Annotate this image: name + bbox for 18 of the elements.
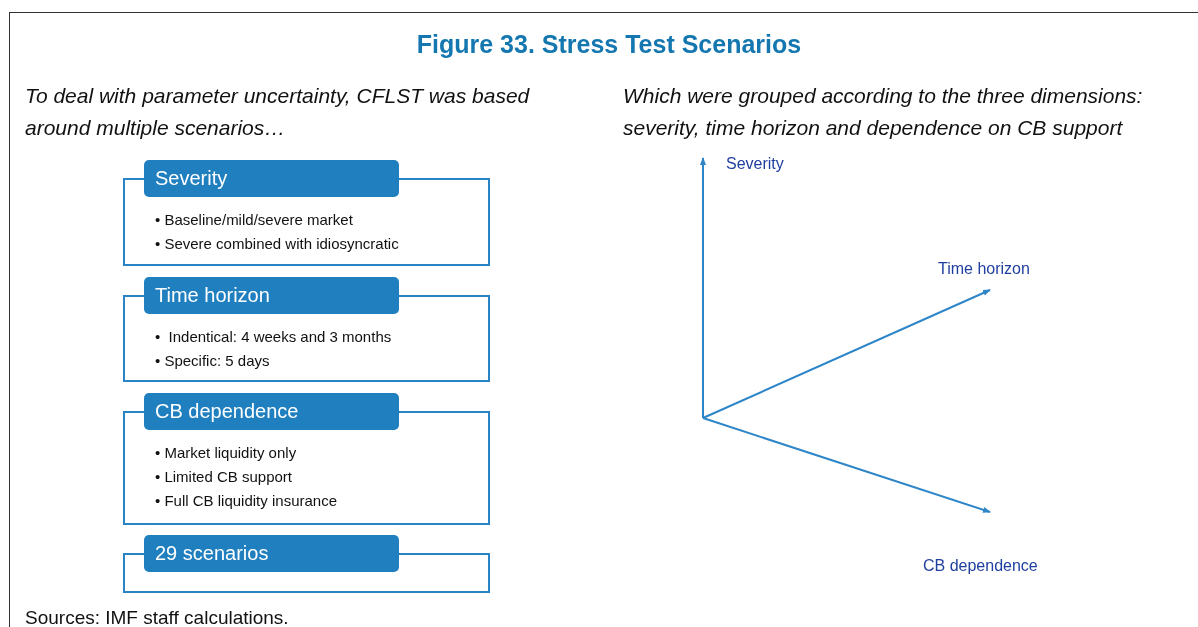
bullet-item: • Limited CB support [155, 467, 293, 487]
panel-heading: 29 scenarios [144, 535, 399, 572]
intro-text: Which were grouped according to the three dimensions: severity, time horizon and dependence on CB support [623, 83, 1144, 141]
axis-label: CB dependence [923, 556, 1038, 576]
axis-label: Severity [726, 154, 784, 174]
bullet-item: • Full CB liquidity insurance [155, 491, 337, 511]
panel-heading: Severity [144, 160, 399, 197]
source-note: Sources: IMF staff calculations. [25, 606, 289, 627]
panel-heading: Time horizon [144, 277, 399, 314]
bullet-item: • Specific: 5 days [155, 351, 271, 371]
bullet-item: • Baseline/mild/severe market [155, 210, 354, 230]
bullet-item: • Severe combined with idiosyncratic [155, 234, 399, 254]
panel-heading: CB dependence [144, 393, 399, 430]
bullet-item: • Market liquidity only [155, 443, 298, 463]
figure-title: Figure 33. Stress Test Scenarios [415, 29, 803, 60]
intro-text: To deal with parameter uncertainty, CFLST was based around multiple scenarios… [25, 83, 531, 141]
bullet-item: • Indentical: 4 weeks and 3 months [155, 327, 392, 347]
axis-label: Time horizon [938, 259, 1030, 279]
